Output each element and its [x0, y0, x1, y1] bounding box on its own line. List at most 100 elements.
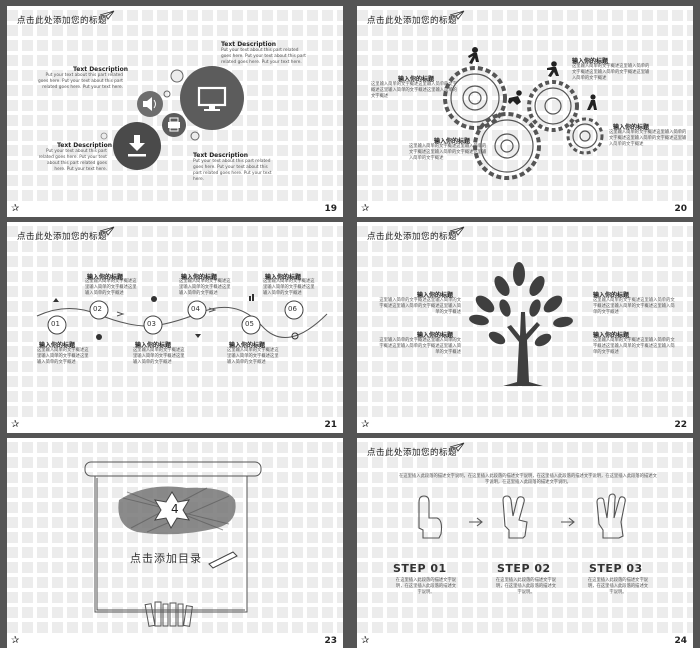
slide-footer: ✰ 22 — [357, 418, 693, 433]
desc-title: Text Description — [193, 152, 248, 159]
section-heading: 输入你的标题 — [417, 332, 454, 339]
step-body: 在这里插入此段落的描述文字说明，在这里插入此段落的描述文字说明。 — [587, 578, 649, 595]
step-number: 03 — [147, 320, 156, 328]
section-heading: 输入你的标题 — [87, 274, 124, 281]
section-body: 这里输入简单的文字概述这里输入简单的文字概述这里输入简单的文字概述这里输入简单的… — [371, 82, 457, 99]
desc-title: Text Description — [57, 142, 112, 149]
desc-body: Put your text about this part related go… — [38, 149, 107, 172]
books-icon — [144, 601, 193, 627]
step-title: STEP 03 — [589, 562, 643, 575]
star-icon: ✰ — [361, 203, 370, 214]
slide-21[interactable]: 点击此处添加您的标题 01 02 03 04 05 06 输入你的标题 这里输入… — [7, 222, 343, 433]
slide-footer: ✰ 20 — [357, 202, 693, 217]
process-wave — [36, 294, 328, 340]
section-body: 这里输入简单的文字概述这里输入简单的文字概述这里输入简单的文字概述 — [227, 348, 279, 365]
slide-title: 点击此处添加您的标题 — [367, 16, 458, 26]
star-icon: ✰ — [361, 419, 370, 430]
star-icon: ✰ — [361, 635, 370, 646]
section-heading: 输入你的标题 — [417, 292, 454, 299]
section-body: 这里输入简单的文字概述这里输入简单的文字概述这里输入简单的文字概述 — [37, 348, 89, 365]
printer-icon — [168, 117, 180, 132]
download-icon — [128, 135, 146, 157]
desc-body: Put your text about this part related go… — [38, 73, 123, 90]
page-number: 24 — [674, 636, 687, 646]
step-body: 在这里插入此段落的描述文字说明，在这里插入此段落的描述文字说明。 — [395, 578, 457, 595]
desc-body: Put your text about this part related go… — [193, 159, 272, 182]
paper-plane-icon — [99, 226, 115, 236]
paper-plane-icon — [99, 10, 115, 20]
slide-title: 点击此处添加您的标题 — [17, 16, 108, 26]
section-heading: 输入你的标题 — [135, 342, 172, 349]
section-body: 这里输入简单的文字概述这里输入简单的文字概述这里输入简单的文字概述 — [179, 279, 231, 296]
section-heading: 输入你的标题 — [181, 274, 218, 281]
hand-drawn-board — [84, 461, 262, 627]
step-number: 02 — [93, 305, 102, 313]
star-icon: ✰ — [11, 419, 20, 430]
desc-title: Text Description — [221, 41, 276, 48]
monitor-icon — [197, 86, 227, 111]
slide-footer: ✰ 21 — [7, 418, 343, 433]
slide-background — [7, 6, 343, 202]
section-body: 这里输入简单的文字概述这里输入简单的文字概述这里输入简单的文字概述 — [85, 279, 137, 296]
desc-body: Put your text about this part related go… — [221, 48, 306, 65]
section-body: 这里输入简单的文字概述这里输入简单的文字概述这里输入简单的文字概述这里输入简单的… — [609, 130, 687, 147]
paper-plane-icon — [449, 226, 465, 236]
page-number: 19 — [324, 204, 337, 214]
star-icon: ✰ — [11, 203, 20, 214]
step-number: 04 — [191, 305, 200, 313]
slide-22[interactable]: 点击此处添加您的标题 输入你的标题 这里输入简单的文字概述这里输入简单的文字概述… — [357, 222, 693, 433]
small-icon — [53, 294, 299, 340]
section-label[interactable]: 点击添加目录 — [130, 552, 202, 565]
step-number: 01 — [51, 320, 60, 328]
section-heading: 输入你的标题 — [39, 342, 76, 349]
slide-19[interactable]: 点击此处添加您的标题 Text Description Put your tex… — [7, 6, 343, 217]
section-body: 这里输入简单的文字概述这里输入简单的文字概述这里输入简单的文字概述这里输入简单的… — [409, 144, 487, 161]
section-heading: 输入你的标题 — [593, 292, 630, 299]
slide-title: 点击此处添加您的标题 — [367, 448, 458, 458]
section-body: 这里输入简单的文字概述这里输入简单的文字概述这里输入简单的文字概述 — [133, 348, 185, 365]
step-body: 在这里插入此段落的描述文字说明，在这里插入此段落的描述文字说明。 — [495, 578, 557, 595]
section-body: 这里输入简单的文字概述这里输入简单的文字概述这里输入简单的文字概述这里输入简单的… — [593, 338, 675, 355]
gears-diagram — [443, 47, 604, 180]
section-heading: 输入你的标题 — [229, 342, 266, 349]
section-heading: 输入你的标题 — [613, 124, 650, 131]
slide-background — [7, 438, 343, 634]
intro-text: 在这里插入此段落的描述文字说明，在这里插入此段落的描述文字说明，在这里插入此段落… — [399, 474, 657, 485]
slide-footer: ✰ 24 — [357, 634, 693, 648]
tree-icon — [469, 262, 573, 386]
paper-plane-icon — [449, 442, 465, 452]
step-title: STEP 01 — [393, 562, 447, 575]
step-number: 05 — [245, 320, 254, 328]
section-heading: 输入你的标题 — [398, 76, 435, 83]
star-icon: ✰ — [11, 635, 20, 646]
slide-title: 点击此处添加您的标题 — [367, 232, 458, 242]
runner-icon — [468, 47, 597, 110]
section-body: 这里输入简单的文字概述这里输入简单的文字概述这里输入简单的文字概述这里输入简单的… — [572, 64, 650, 81]
step-title: STEP 02 — [497, 562, 551, 575]
section-heading: 输入你的标题 — [434, 138, 471, 145]
section-heading: 输入你的标题 — [572, 58, 609, 65]
section-body: 这里输入简单的文字概述这里输入简单的文字概述这里输入简单的文字概述这里输入简单的… — [593, 298, 675, 315]
section-number: 4 — [171, 502, 179, 516]
section-body: 这里输入简单的文字概述这里输入简单的文字概述这里输入简单的文字概述 — [263, 279, 315, 296]
paper-plane-icon — [449, 10, 465, 20]
speaker-icon — [143, 97, 156, 111]
slide-footer: ✰ 23 — [7, 634, 343, 648]
page-number: 23 — [324, 636, 337, 646]
page-number: 21 — [324, 420, 337, 430]
slide-title: 点击此处添加您的标题 — [17, 232, 108, 242]
section-heading: 输入你的标题 — [265, 274, 302, 281]
section-heading: 输入你的标题 — [593, 332, 630, 339]
slide-background — [357, 6, 693, 202]
slide-23[interactable]: 4 点击添加目录 ✰ 23 — [7, 438, 343, 648]
slide-24[interactable]: 点击此处添加您的标题 在这里插入此段落的描述文字说明，在这里插入此段落的描述文字… — [357, 438, 693, 648]
slide-20[interactable]: 点击此处添加您的标题 输入你的标题 这里输入简单的文字概述这里输入简单的文字概述… — [357, 6, 693, 217]
page-number: 22 — [674, 420, 687, 430]
desc-title: Text Description — [73, 66, 128, 73]
page-number: 20 — [674, 204, 687, 214]
step-number: 06 — [288, 305, 297, 313]
bubble-diagram — [100, 66, 244, 170]
slide-footer: ✰ 19 — [7, 202, 343, 217]
hand-steps — [418, 493, 626, 539]
section-body: 这里输入简单的文字概述这里输入简单的文字概述这里输入简单的文字概述这里输入简单的… — [379, 338, 461, 355]
